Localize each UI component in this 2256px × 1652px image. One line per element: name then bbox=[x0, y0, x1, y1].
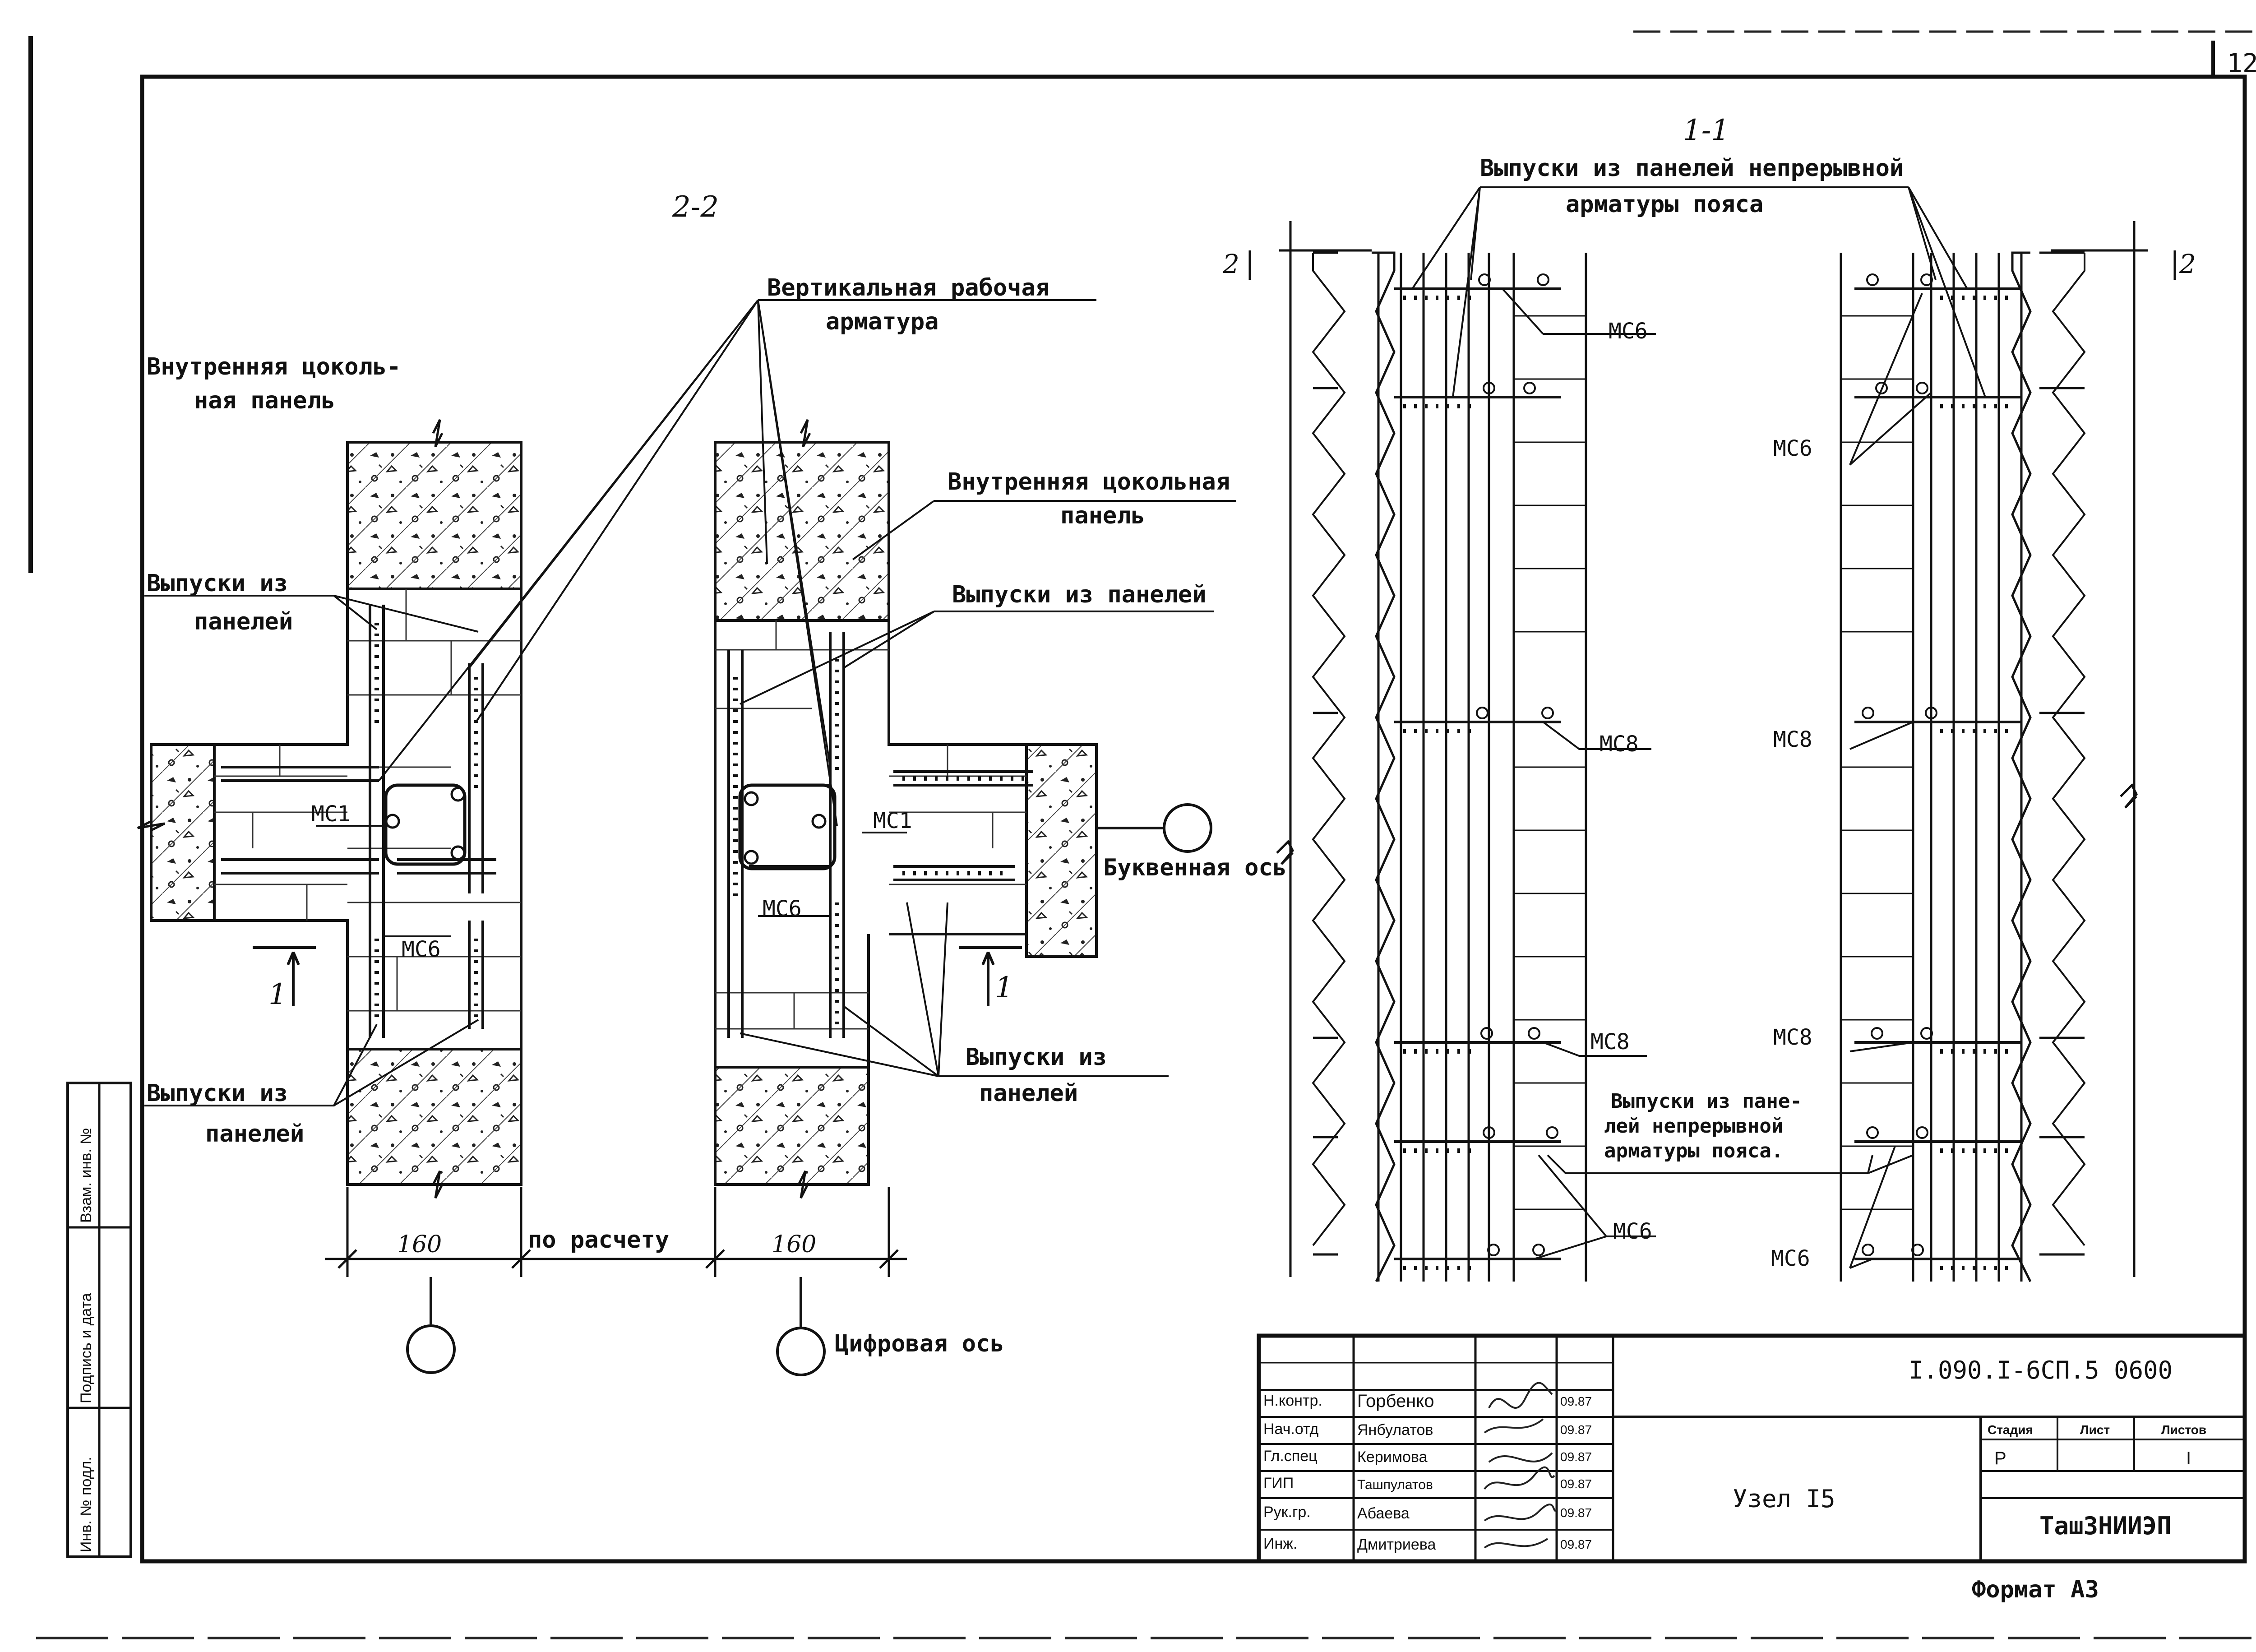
mark-mc6-c: МС6 bbox=[1613, 1219, 1652, 1244]
label-outlets-top-left-2: панелей bbox=[194, 608, 293, 635]
mark-mc8-d: МС8 bbox=[1773, 1025, 1812, 1050]
mark-mc1-left: МС1 bbox=[311, 801, 351, 827]
stamp-signature-date: Подпись и дата bbox=[78, 1293, 95, 1403]
tb-name-1: Янбулатов bbox=[1357, 1421, 1433, 1439]
mark-mc8-b: МС8 bbox=[1773, 727, 1812, 752]
column-1-1-right bbox=[1840, 251, 2086, 1282]
label-outlets-top-right: Выпуски из панелей bbox=[952, 581, 1207, 608]
panel-right-side bbox=[1025, 743, 1098, 958]
panel-left-top bbox=[346, 441, 522, 590]
mark-mc6-right: МС6 bbox=[763, 896, 802, 921]
label-outlets-bottom-right-2: панелей bbox=[979, 1080, 1078, 1107]
label-outlets-bottom-left-2: панелей bbox=[205, 1120, 304, 1148]
tb-date-3: 09.87 bbox=[1560, 1477, 1592, 1491]
label-inner-panel-left-2: ная панель bbox=[194, 387, 335, 414]
tb-name-0: Горбенко bbox=[1357, 1391, 1434, 1411]
section-mark-left: 1 bbox=[268, 978, 287, 1011]
dimension-line bbox=[325, 1187, 907, 1277]
leaders-1-1 bbox=[1411, 186, 1986, 1269]
label-belt-bottom-3: арматуры пояса. bbox=[1604, 1139, 1783, 1162]
section-2-2-title: 2-2 bbox=[672, 190, 719, 224]
label-inner-panel-right-1: Внутренняя цокольная bbox=[948, 468, 1230, 495]
mark-mc8-a: МС8 bbox=[1600, 731, 1639, 757]
stamp-replace-inv: Взам. инв. № bbox=[78, 1128, 95, 1223]
panel-left-bottom bbox=[346, 1048, 522, 1186]
mark-mc6-left: МС6 bbox=[402, 937, 441, 962]
tb-role-2: Гл.спец bbox=[1263, 1448, 1318, 1465]
cut-mark-2-left: 2 bbox=[1222, 249, 1239, 279]
label-belt-bottom-2: лей непрерывной bbox=[1604, 1115, 1783, 1138]
tb-name-3: Ташпулатов bbox=[1357, 1477, 1433, 1492]
tb-role-1: Нач.отд bbox=[1263, 1421, 1318, 1438]
label-letter-axis: Буквенная ось bbox=[1103, 854, 1287, 881]
label-digit-axis: Цифровая ось bbox=[835, 1330, 1004, 1357]
tb-sheets-value: I bbox=[2186, 1448, 2191, 1468]
tb-doc-code: I.090.I-6СП.5 0600 bbox=[1909, 1356, 2173, 1384]
label-outlets-top-left-1: Выпуски из bbox=[147, 570, 288, 597]
tb-stage-value: Р bbox=[1994, 1448, 2006, 1468]
tb-stage-label: Стадия bbox=[1988, 1423, 2033, 1437]
section-cut-marks-1 bbox=[253, 946, 1022, 1006]
tb-date-4: 09.87 bbox=[1560, 1506, 1592, 1520]
mark-mc6-d: МС6 bbox=[1771, 1246, 1810, 1271]
tb-date-2: 09.87 bbox=[1560, 1450, 1592, 1464]
section-mark-right: 1 bbox=[995, 971, 1013, 1004]
side-stamp bbox=[66, 1082, 132, 1558]
tb-name-2: Керимова bbox=[1357, 1448, 1428, 1466]
mark-mc6-a: МС6 bbox=[1609, 319, 1648, 344]
tb-role-5: Инж. bbox=[1263, 1535, 1297, 1552]
dimension-160-right: 160 bbox=[772, 1231, 816, 1258]
panel-left-side bbox=[150, 743, 216, 922]
cut-mark-2-right: 2 bbox=[2179, 249, 2196, 279]
section-1-1-boundary bbox=[1248, 221, 2176, 1277]
tb-organization: ТашЗНИИЭП bbox=[2039, 1512, 2172, 1540]
stamp-inv-no: Инв. № подл. bbox=[78, 1457, 95, 1552]
title-block bbox=[1257, 1333, 2247, 1564]
tb-date-1: 09.87 bbox=[1560, 1423, 1592, 1437]
dimension-by-calc: по расчету bbox=[528, 1226, 669, 1254]
tb-role-0: Н.контр. bbox=[1263, 1392, 1322, 1409]
tb-name-5: Дмитриева bbox=[1357, 1536, 1436, 1553]
mark-mc1-right: МС1 bbox=[873, 808, 912, 833]
title-block-signatures bbox=[1484, 1382, 1558, 1549]
junction-right bbox=[714, 419, 1098, 1199]
label-vertical-rebar-1: Вертикальная рабочая bbox=[767, 274, 1049, 301]
tb-sheets-label: Листов bbox=[2161, 1423, 2206, 1437]
tb-role-3: ГИП bbox=[1263, 1475, 1294, 1492]
leaders-2-2 bbox=[144, 299, 1236, 1106]
mark-mc8-c: МС8 bbox=[1590, 1029, 1630, 1055]
label-outlets-bottom-left-1: Выпуски из bbox=[147, 1080, 288, 1107]
panel-right-bottom bbox=[714, 1066, 870, 1186]
axis-markers bbox=[406, 803, 1212, 1376]
format-label: Формат А3 bbox=[1972, 1576, 2099, 1603]
label-outlets-bottom-right-1: Выпуски из bbox=[966, 1044, 1107, 1071]
tb-date-0: 09.87 bbox=[1560, 1394, 1592, 1408]
mark-mc6-b: МС6 bbox=[1773, 436, 1812, 461]
column-1-1-left bbox=[1312, 251, 1587, 1282]
sheet-frame bbox=[28, 30, 2256, 1639]
title-block-roles: Н.контр. Горбенко 09.87 Нач.отд Янбулато… bbox=[1263, 1391, 1592, 1553]
tb-sheet-label: Лист bbox=[2080, 1423, 2110, 1437]
tb-node: Узел I5 bbox=[1733, 1485, 1835, 1513]
label-inner-panel-left-1: Внутренняя цоколь- bbox=[147, 353, 401, 380]
tb-name-4: Абаева bbox=[1357, 1505, 1410, 1522]
label-inner-panel-right-2: панель bbox=[1060, 502, 1145, 529]
tb-role-4: Рук.гр. bbox=[1263, 1504, 1311, 1521]
label-belt-top-2: арматуры пояса bbox=[1566, 191, 1763, 218]
label-belt-top-1: Выпуски из панелей непрерывной bbox=[1480, 155, 1904, 182]
label-vertical-rebar-2: арматура bbox=[826, 308, 938, 335]
sheet-number: 12 bbox=[2227, 48, 2256, 79]
dimension-160-left: 160 bbox=[397, 1231, 442, 1258]
junction-left bbox=[137, 419, 522, 1199]
section-1-1-title: 1-1 bbox=[1683, 114, 1729, 147]
label-belt-bottom-1: Выпуски из пане- bbox=[1611, 1090, 1802, 1113]
tb-date-5: 09.87 bbox=[1560, 1537, 1592, 1551]
